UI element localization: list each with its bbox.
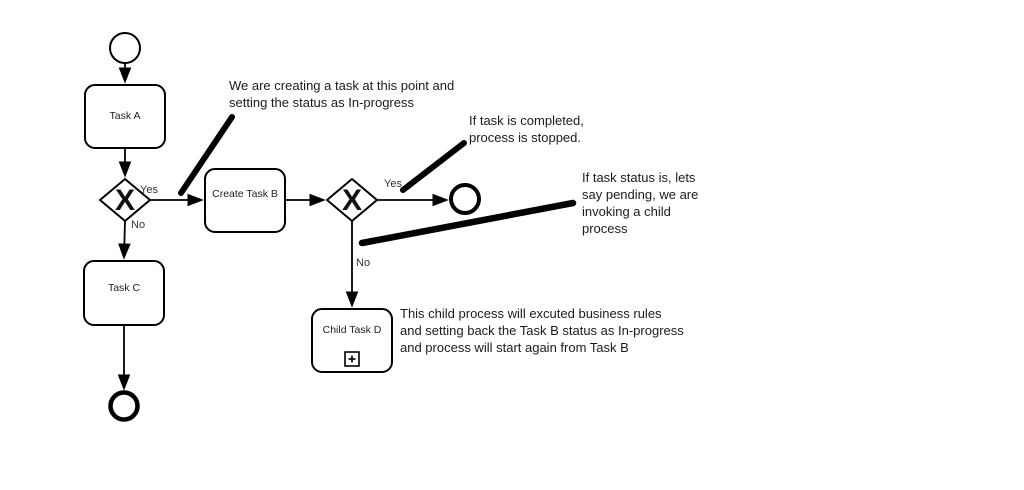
task-a-box: [84, 84, 166, 149]
gateway-2-diamond: [325, 177, 379, 223]
gateway-2-no-label: No: [356, 257, 370, 269]
task-c-node: Task C: [83, 260, 165, 326]
child-task-d-node: Child Task D: [311, 308, 393, 373]
annotation-child-process-text: This child process will excuted business…: [400, 306, 684, 355]
gateway-2-yes-label: Yes: [384, 178, 402, 190]
create-task-b-node: Create Task B: [204, 168, 286, 233]
gateway-1-yes-label: Yes: [140, 184, 158, 196]
annotation-line-completed: [400, 140, 467, 193]
flow-gateway1-no-to-task-c: [118, 220, 131, 260]
x-icon: X: [342, 184, 362, 217]
end-event-circle-bottom: [108, 390, 140, 422]
gateway-1-diamond: [98, 177, 152, 223]
child-task-d-box: [311, 308, 393, 373]
annotation-line-create-task: [178, 114, 235, 196]
annotation-pending-text: If task status is, lets say pending, we …: [582, 170, 699, 236]
gateway-2: X: [325, 177, 379, 223]
annotation-create-task-text: We are creating a task at this point and…: [229, 78, 455, 110]
create-task-b-box: [204, 168, 286, 233]
gateway-1-no-label: No: [131, 219, 145, 231]
task-c-box: [83, 260, 165, 326]
start-event-circle: [109, 32, 141, 64]
annotation-line-pending: [358, 199, 577, 247]
child-task-d-label: Child Task D: [323, 324, 382, 336]
x-icon: X: [115, 184, 135, 217]
gateway-1: X: [98, 177, 152, 223]
plus-icon: [344, 351, 360, 367]
task-a-label: Task A: [110, 110, 141, 122]
task-c-label: Task C: [108, 282, 141, 294]
end-event-circle-right: [449, 183, 481, 215]
create-task-b-label: Create Task B: [212, 188, 278, 200]
annotation-completed-text: If task is completed, process is stopped…: [469, 113, 584, 145]
task-a-node: Task A: [84, 84, 166, 149]
